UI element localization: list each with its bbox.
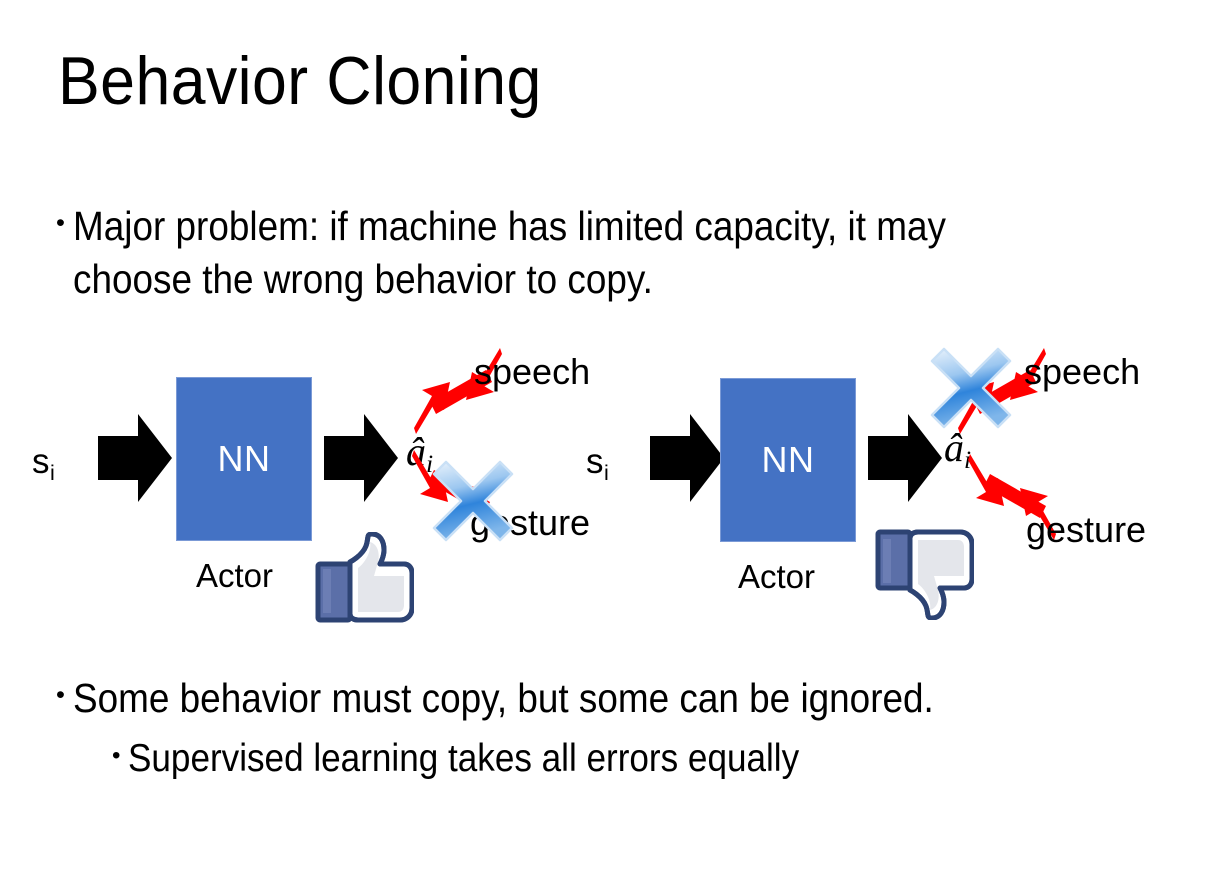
output-arrow-icon-right: [868, 414, 942, 502]
cross-out-x-icon-right: [928, 345, 1014, 431]
state-subscript-right: i: [604, 459, 609, 485]
action-subscript-right: i: [964, 445, 972, 475]
state-input-label-left: si: [32, 442, 55, 485]
actor-caption-right: Actor: [738, 558, 816, 595]
bullet-item-1: • Major problem: if machine has limited …: [56, 200, 1176, 307]
thumbs-up-icon: [314, 532, 414, 624]
diagram-positive-feedback: si NN Actor âi: [22, 340, 622, 640]
branch-arrow-speech-left: [406, 348, 516, 434]
branch-label-speech-right: speech: [1024, 351, 1141, 392]
bullet-marker-icon: •: [56, 208, 65, 237]
bullet-item-2: • Some behavior must copy, but some can …: [56, 672, 1176, 725]
thumbs-down-icon: [874, 528, 974, 620]
bullet-text-3: Supervised learning takes all errors equ…: [127, 737, 799, 780]
nn-label-left: NN: [217, 438, 271, 479]
page-title: Behavior Cloning: [58, 43, 542, 119]
branch-label-speech-left: speech: [474, 351, 591, 392]
action-subscript-left: i: [426, 449, 434, 479]
diagram-negative-feedback: si NN Actor âi: [568, 340, 1168, 640]
cross-out-x-icon-left: [430, 458, 516, 544]
input-arrow-icon-right: [650, 414, 724, 502]
state-subscript-left: i: [50, 459, 55, 485]
nn-label-right: NN: [761, 439, 815, 480]
bullet-text-2: Some behavior must copy, but some can be…: [72, 675, 934, 721]
branch-label-gesture-right: gesture: [1026, 509, 1147, 550]
state-input-label-right: si: [586, 442, 609, 485]
branch-arrow-gesture-right: [960, 454, 1070, 540]
output-arrow-icon-left: [324, 414, 398, 502]
bullet-text-1: Major problem: if machine has limited ca…: [72, 203, 946, 303]
input-arrow-icon-left: [98, 414, 172, 502]
nn-box-left: NN: [176, 377, 312, 541]
bullet-marker-icon: •: [56, 680, 65, 709]
nn-box-right: NN: [720, 378, 856, 542]
bullet-marker-icon: •: [112, 742, 121, 770]
action-output-label-left: âi: [406, 429, 434, 479]
bullet-item-3: • Supervised learning takes all errors e…: [112, 734, 1172, 785]
action-output-label-right: âi: [944, 425, 972, 475]
actor-caption-left: Actor: [196, 557, 274, 594]
